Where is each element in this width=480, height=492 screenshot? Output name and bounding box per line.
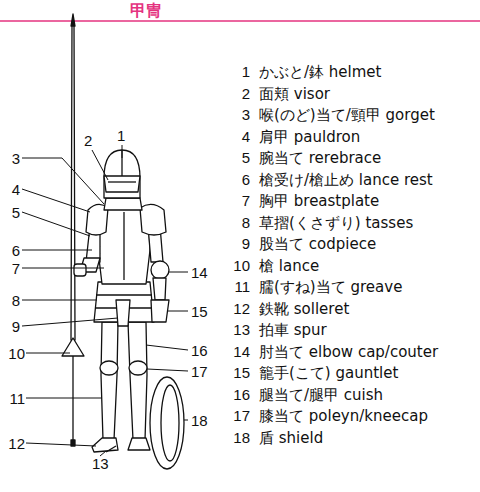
list-number: 7	[242, 193, 250, 210]
list-number: 3	[242, 107, 250, 124]
part-name: 腕当て rerebrace	[259, 150, 381, 167]
callout-number: 2	[84, 133, 92, 150]
part-name: 拍車 spur	[259, 322, 327, 339]
list-number: 13	[233, 322, 250, 339]
leader-lines	[22, 145, 188, 456]
part-name: 草摺(くさずり) tasses	[259, 215, 413, 232]
part-name: 腿当て/腿甲 cuish	[259, 387, 383, 404]
part-name: 臑(すね)当て greave	[259, 279, 402, 296]
list-number: 1	[242, 64, 250, 81]
callout-number: 7	[12, 261, 20, 278]
part-name: 喉(のど)当て/頸甲 gorget	[259, 107, 435, 124]
callout-number: 18	[191, 413, 208, 430]
list-number: 18	[233, 430, 250, 447]
list-number: 10	[233, 258, 250, 275]
part-name: 槍 lance	[259, 258, 319, 275]
part-name: 籠手(こて) gauntlet	[259, 365, 398, 382]
list-number: 14	[233, 344, 250, 361]
list-number: 16	[233, 387, 250, 404]
callout-number: 1	[117, 128, 125, 145]
part-name: 肩甲 pauldron	[259, 129, 360, 146]
callout-number: 11	[9, 391, 25, 408]
list-number: 17	[233, 408, 250, 425]
callout-number: 16	[191, 343, 208, 360]
part-name: 膝当て poleyn/kneecap	[259, 408, 428, 425]
list-number: 15	[233, 365, 250, 382]
callout-number: 8	[12, 293, 20, 310]
list-number: 5	[242, 150, 250, 167]
part-name: 槍受け/槍止め lance rest	[259, 172, 433, 189]
list-number: 8	[242, 215, 250, 232]
callout-number: 15	[191, 304, 208, 321]
list-number: 9	[242, 236, 250, 253]
part-name: かぶと/鉢 helmet	[259, 64, 381, 81]
part-name: 股当て codpiece	[259, 236, 376, 253]
callout-number: 14	[191, 265, 208, 282]
diagram-title: 甲冑	[130, 2, 162, 20]
callout-number: 17	[191, 364, 208, 381]
callout-number: 12	[8, 436, 25, 453]
list-number: 11	[234, 279, 250, 296]
callout-number: 3	[12, 151, 20, 168]
list-number: 2	[242, 86, 250, 103]
part-name: 盾 shield	[259, 430, 323, 447]
part-name: 胸甲 breastplate	[259, 193, 379, 210]
part-name: 鉄靴 solleret	[259, 301, 349, 318]
list-number: 6	[242, 172, 250, 189]
callout-number: 4	[12, 182, 20, 199]
part-name: 面頬 visor	[259, 86, 330, 103]
list-number: 12	[233, 301, 250, 318]
list-number: 4	[242, 129, 250, 146]
callout-number: 10	[8, 346, 25, 363]
callout-number: 9	[12, 319, 20, 336]
callout-number: 6	[12, 243, 20, 260]
knight-figure	[62, 14, 184, 469]
part-name: 肘当て elbow cap/couter	[259, 344, 438, 361]
callout-number: 5	[12, 205, 20, 222]
callout-number: 13	[92, 456, 109, 473]
